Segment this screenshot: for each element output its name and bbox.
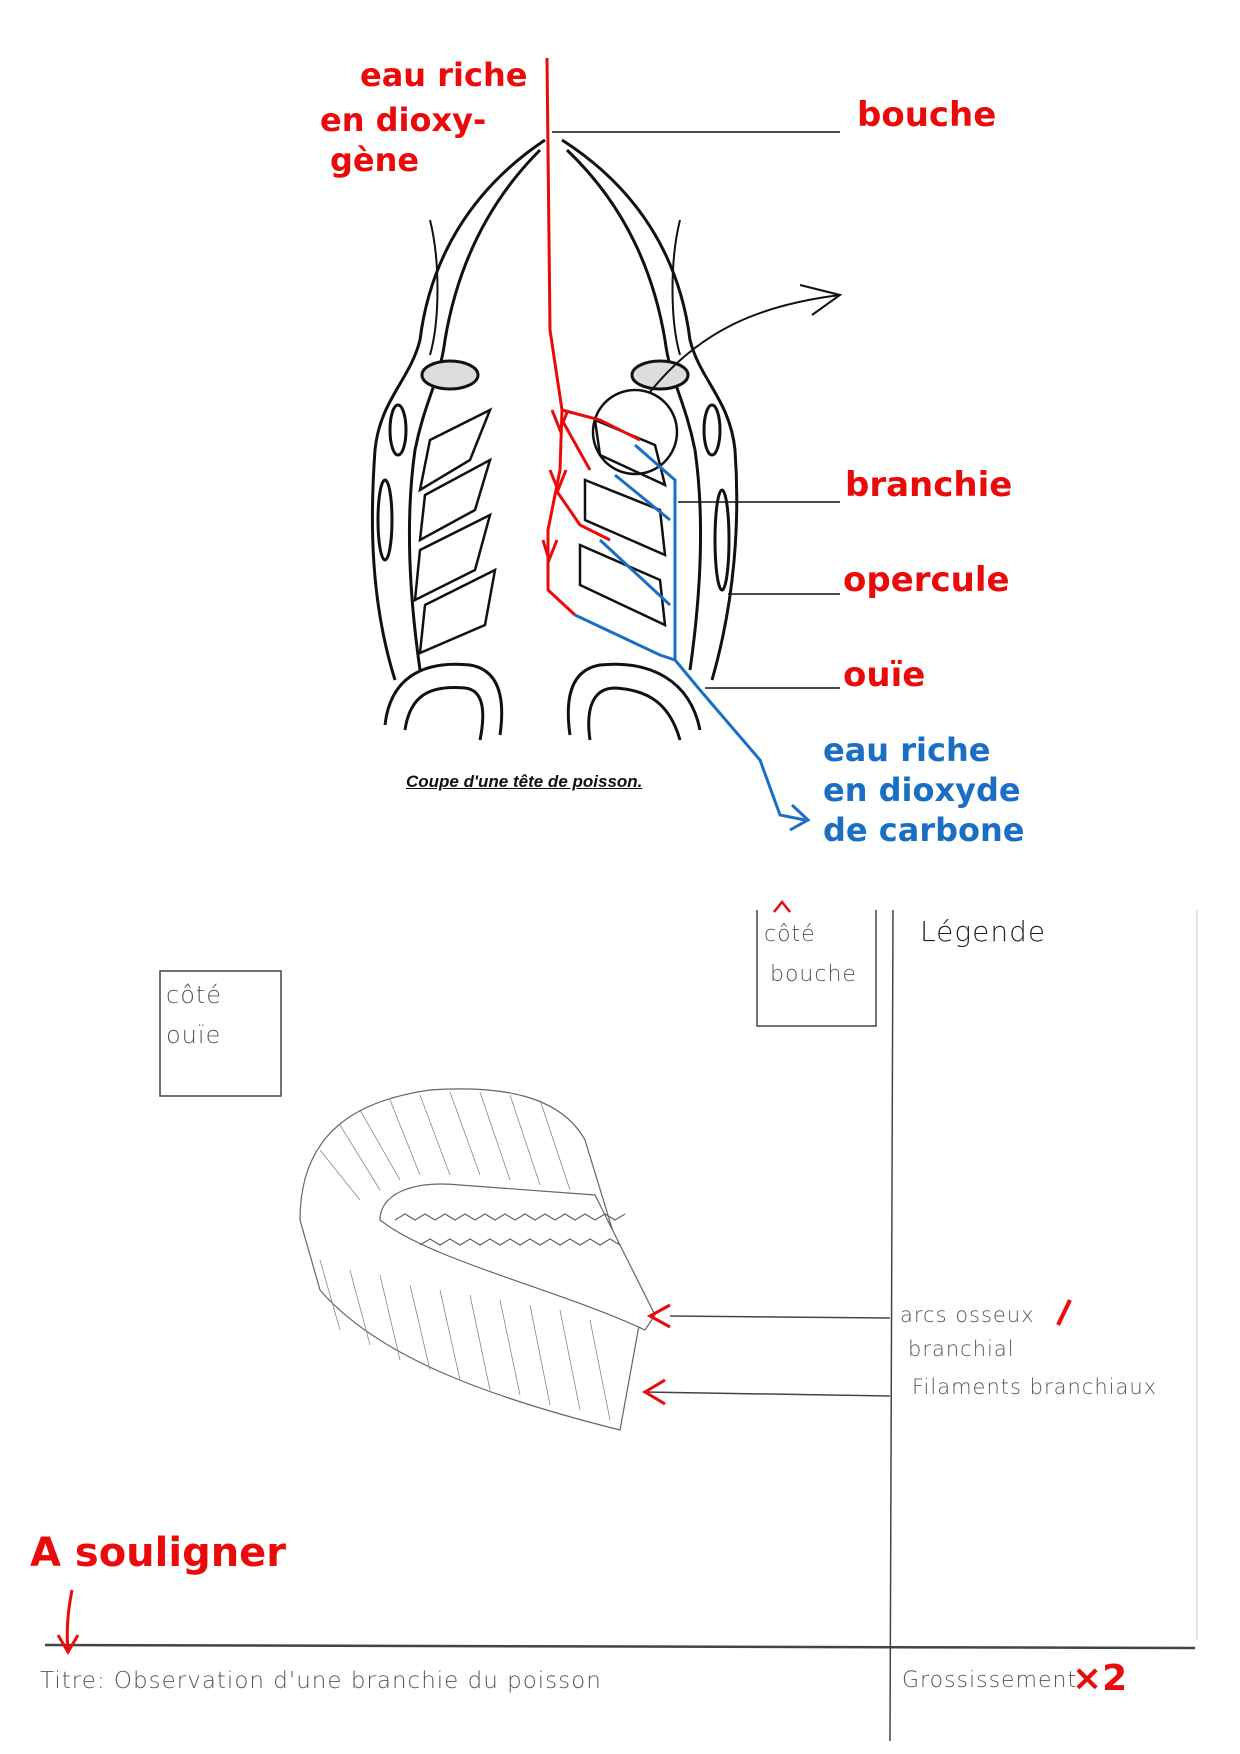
oxygen-water-arrows: [541, 57, 641, 617]
drawing-title: Titre: Observation d'une branchie du poi…: [40, 1668, 602, 1694]
side-mouth-label: côté bouche: [764, 915, 857, 995]
outflow-label-line: de carbone: [823, 811, 1025, 849]
fish-head-drawing: [370, 131, 843, 741]
label-gill-opening: ouïe: [843, 655, 926, 695]
inflow-label-line: eau riche: [360, 56, 528, 94]
legend-item: Filaments branchiaux: [912, 1375, 1158, 1399]
inflow-label-line: en dioxy-: [320, 101, 487, 139]
legend-item: branchial: [908, 1337, 1015, 1361]
magnification-value: ×2: [1072, 1658, 1128, 1699]
outflow-label-line: eau riche: [823, 731, 991, 769]
figure-caption: Coupe d'une tête de poisson.: [406, 772, 643, 791]
inflow-label-line: gène: [330, 141, 420, 179]
label-mouth: bouche: [857, 95, 997, 135]
red-pointer-arrows: [56, 899, 1072, 1655]
label-operculum: opercule: [843, 560, 1010, 600]
box-text: côté: [166, 981, 223, 1009]
legend-item: arcs osseux: [900, 1303, 1035, 1327]
legend-title: Légende: [920, 915, 1047, 948]
box-text: côté: [764, 922, 816, 947]
co2-water-arrows: [574, 443, 811, 832]
drawing-frame: [44, 909, 1198, 1742]
outflow-label: eau riche en dioxyde de carbone: [823, 730, 1024, 850]
magnification-label: Grossissement: [902, 1668, 1078, 1693]
side-mouth-box: [756, 910, 877, 1027]
legend-divider: [889, 909, 894, 1742]
box-text: ouïe: [166, 1021, 222, 1049]
outflow-label-line: en dioxyde: [823, 771, 1021, 809]
inflow-label: eau riche: [360, 55, 527, 95]
legend-list: arcs osseux branchial Filaments branchia…: [900, 1298, 1157, 1404]
side-gill-opening-box: [159, 970, 282, 1097]
gill-drawing: [299, 1088, 656, 1431]
inflow-label-2: en dioxy- gène: [320, 100, 486, 180]
title-baseline: [44, 1643, 1196, 1650]
label-gill: branchie: [845, 465, 1013, 505]
box-text: bouche: [770, 962, 857, 987]
side-gill-opening-label: côté ouïe: [166, 975, 222, 1055]
underline-annotation: A souligner: [30, 1530, 287, 1576]
